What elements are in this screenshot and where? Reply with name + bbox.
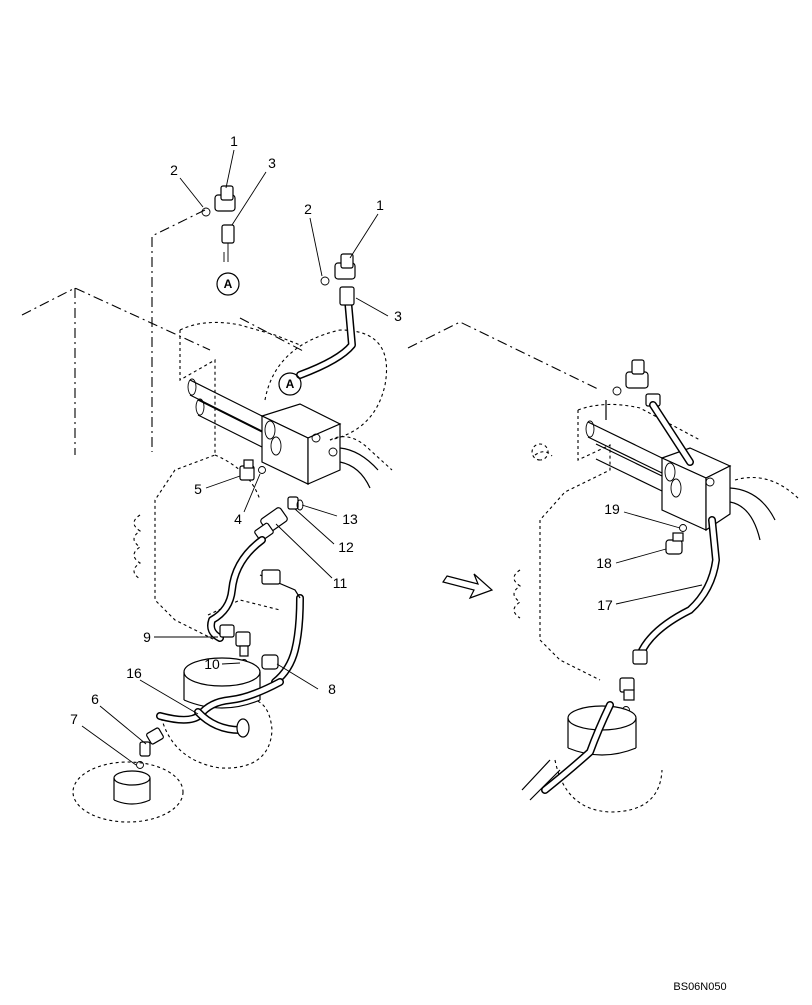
detail-marker-label: A: [286, 377, 295, 391]
o-ring-7: [136, 761, 144, 769]
right-assembly: [407, 321, 801, 813]
callout-6: 6: [91, 691, 99, 707]
fitting-8: [261, 654, 279, 670]
callout-16: 16: [126, 665, 142, 681]
fitting-set-upper-left: [201, 185, 236, 262]
valve-body-left: [133, 321, 393, 641]
callout-labels: 1 2 3 2 1 3 5 4 13 12 11 9 10 16 8 6 7 1…: [70, 133, 620, 727]
callout-5: 5: [194, 481, 202, 497]
leader-lines: [81, 149, 703, 766]
callout-8: 8: [328, 681, 336, 697]
machine-phantom-outline-left: [21, 287, 211, 455]
callout-4: 4: [234, 511, 242, 527]
callout-7: 7: [70, 711, 78, 727]
valve-body-right: [513, 403, 801, 681]
detail-a-circle: [264, 329, 387, 441]
callout-1: 1: [230, 133, 238, 149]
detail-marker-a-top: A: [216, 272, 240, 296]
fitting-set-upper-right: [320, 253, 356, 306]
callout-11: 11: [333, 575, 348, 591]
left-assembly: A A: [21, 185, 393, 823]
transition-arrow: [442, 573, 494, 600]
plug-5: [239, 459, 255, 481]
small-cap-right: [531, 443, 549, 461]
callout-1: 1: [376, 197, 384, 213]
callout-13: 13: [342, 511, 358, 527]
fitting-6: [139, 727, 164, 757]
o-ring-19: [679, 524, 687, 532]
reference-line-left: [151, 209, 206, 452]
callout-10: 10: [204, 656, 220, 672]
o-ring-4: [258, 466, 266, 474]
fitting-9: [219, 624, 251, 657]
callout-17: 17: [597, 597, 613, 613]
lower-tank-right: [521, 701, 663, 813]
lower-tank-left: [159, 657, 273, 769]
detail-marker-label: A: [224, 277, 233, 291]
bottom-cylinder-left: [72, 761, 184, 823]
callout-3: 3: [268, 155, 276, 171]
callout-9: 9: [143, 629, 151, 645]
fitting-11-12-13: [254, 496, 304, 542]
callout-19: 19: [604, 501, 620, 517]
detail-marker-a-lower: A: [278, 372, 302, 396]
callout-3: 3: [394, 308, 402, 324]
callout-18: 18: [596, 555, 612, 571]
callout-12: 12: [338, 539, 354, 555]
callout-2: 2: [304, 201, 312, 217]
fitting-set-right: [612, 359, 661, 407]
callout-2: 2: [170, 162, 178, 178]
figure-code: BS06N050: [673, 981, 726, 993]
fitting-18: [665, 532, 684, 555]
